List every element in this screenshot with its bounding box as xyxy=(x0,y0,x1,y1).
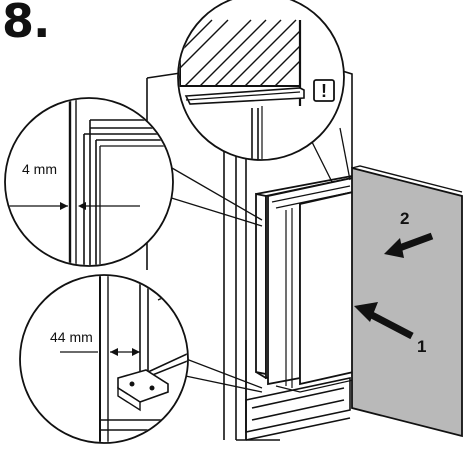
left-detail-callout: 4 mm xyxy=(4,97,174,267)
exclamation-icon xyxy=(313,79,335,102)
arrow-2-label: 2 xyxy=(400,209,409,228)
arrow-1-label: 1 xyxy=(417,337,426,356)
offset-dimension-label: 44 mm xyxy=(50,329,93,345)
step-number: 8. xyxy=(2,0,50,48)
furniture-door-panel xyxy=(351,165,463,438)
bottom-detail-callout: 44 mm xyxy=(19,274,189,444)
warning-label: ! xyxy=(321,81,327,101)
plinth xyxy=(245,377,351,441)
arrow-1 xyxy=(354,302,414,340)
gap-dimension-label: 4 mm xyxy=(22,161,57,177)
top-detail-callout: ! xyxy=(177,0,345,161)
arrow-2 xyxy=(384,232,434,258)
